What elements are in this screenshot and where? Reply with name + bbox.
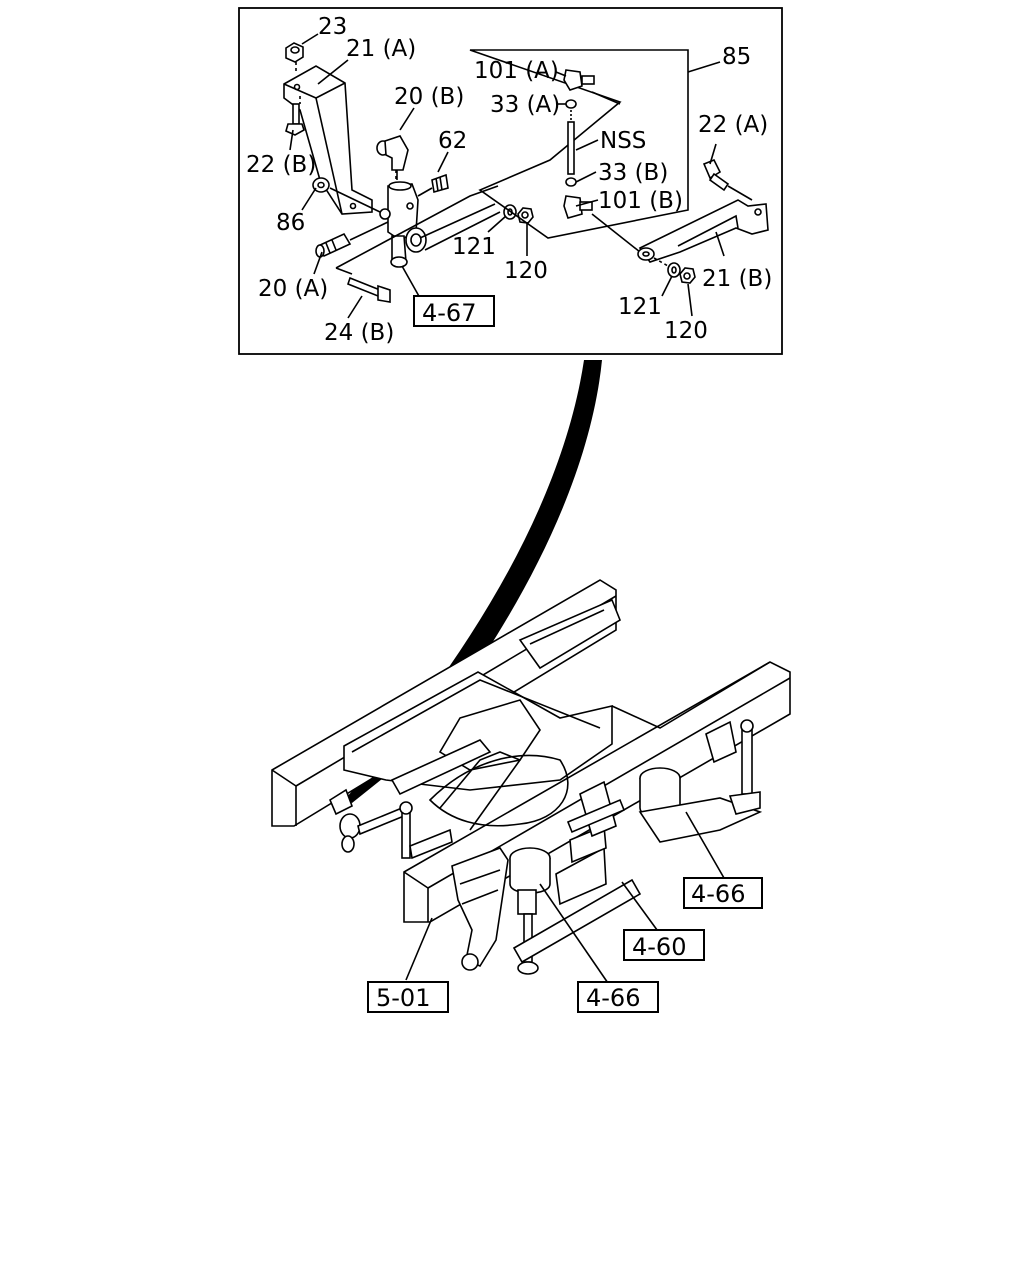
callout-22b: 22 (B): [246, 152, 316, 178]
callout-23: 23: [318, 14, 347, 40]
right-hanger: [705, 719, 761, 815]
ref-box-5-01[interactable]: 5-01: [367, 981, 449, 1013]
bolt-24b: [347, 276, 391, 303]
bracket-21b: [637, 199, 769, 263]
ref-4-66-right-label: 4-66: [691, 880, 745, 908]
ref-4-67-label: 4-67: [422, 299, 476, 327]
link-rod-assembly: [563, 69, 641, 253]
callout-nss: NSS: [600, 128, 646, 154]
nss-group-outline: [469, 49, 689, 239]
nut-120-left: [517, 207, 534, 224]
nut-23: [285, 42, 304, 72]
callout-33a: 33 (A): [490, 92, 560, 118]
axle-beam: [512, 780, 642, 964]
bracket-21a: [283, 65, 373, 215]
callout-120-left: 120: [504, 258, 548, 284]
ref-box-4-60[interactable]: 4-60: [623, 929, 705, 961]
callout-86: 86: [276, 210, 305, 236]
washer-86: [312, 177, 330, 193]
callout-120-right: 120: [664, 318, 708, 344]
air-spring-right: [638, 767, 763, 843]
ref-4-66-left-label: 4-66: [586, 984, 640, 1012]
callout-121-right: 121: [618, 294, 662, 320]
bolt-22b: [285, 103, 305, 136]
plug-62: [431, 173, 449, 194]
detail-connector: [346, 360, 602, 803]
leader-lines-inset: [289, 33, 725, 319]
leveling-valve-installed: [328, 788, 453, 860]
callout-121-left: 121: [452, 234, 496, 260]
callout-22a: 22 (A): [698, 112, 768, 138]
callout-20a: 20 (A): [258, 276, 328, 302]
callout-21b: 21 (B): [702, 266, 772, 292]
callout-24b: 24 (B): [324, 320, 394, 346]
chassis-frame: [271, 579, 791, 975]
callout-101a: 101 (A): [474, 58, 559, 84]
callout-20b: 20 (B): [394, 84, 464, 110]
callout-21a: 21 (A): [346, 36, 416, 62]
assembly-lines-left: [299, 96, 501, 275]
elbow-20b: [376, 135, 409, 180]
callout-labels: 23 21 (A) 20 (B) 22 (B) 62 86 20 (A) 121…: [246, 14, 772, 346]
ref-box-4-67[interactable]: 4-67: [413, 295, 495, 327]
callout-101b: 101 (B): [598, 188, 683, 214]
callout-33b: 33 (B): [598, 160, 668, 186]
ref-4-60-label: 4-60: [632, 933, 686, 961]
left-hanger: [451, 847, 509, 971]
leader-lines-main: [405, 811, 725, 987]
nut-120-right: [653, 257, 696, 284]
washer-121-right: [667, 262, 681, 278]
callout-62: 62: [438, 128, 467, 154]
ref-box-4-66-right[interactable]: 4-66: [683, 877, 763, 909]
detail-inset: [238, 7, 783, 355]
valve-body: [379, 181, 427, 268]
ref-5-01-label: 5-01: [376, 984, 430, 1012]
ref-box-4-66-left[interactable]: 4-66: [577, 981, 659, 1013]
callout-85: 85: [722, 44, 751, 70]
